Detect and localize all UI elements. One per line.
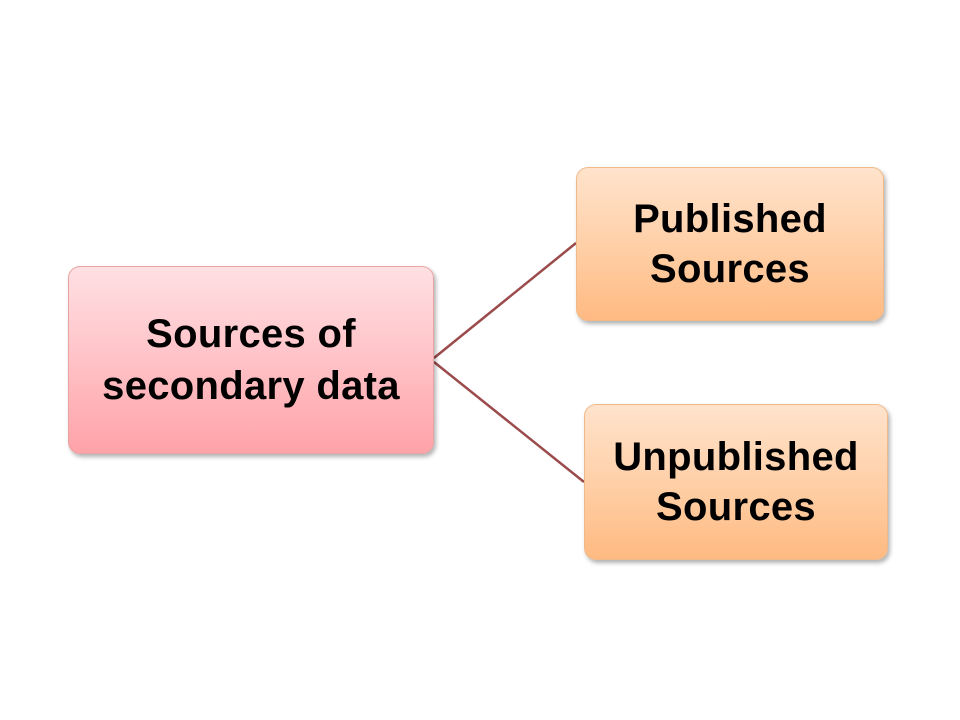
connector-root-to-unpublished	[433, 361, 585, 483]
connector-root-to-published	[433, 242, 577, 359]
node-published-label: Published Sources	[633, 197, 827, 291]
node-root-label: Sources of secondary data	[102, 312, 400, 408]
node-unpublished-sources[interactable]: Unpublished Sources	[584, 404, 888, 560]
node-unpublished-label: Unpublished Sources	[613, 435, 859, 529]
node-published-sources[interactable]: Published Sources	[576, 167, 884, 321]
node-sources-of-secondary-data[interactable]: Sources of secondary data	[68, 266, 434, 454]
